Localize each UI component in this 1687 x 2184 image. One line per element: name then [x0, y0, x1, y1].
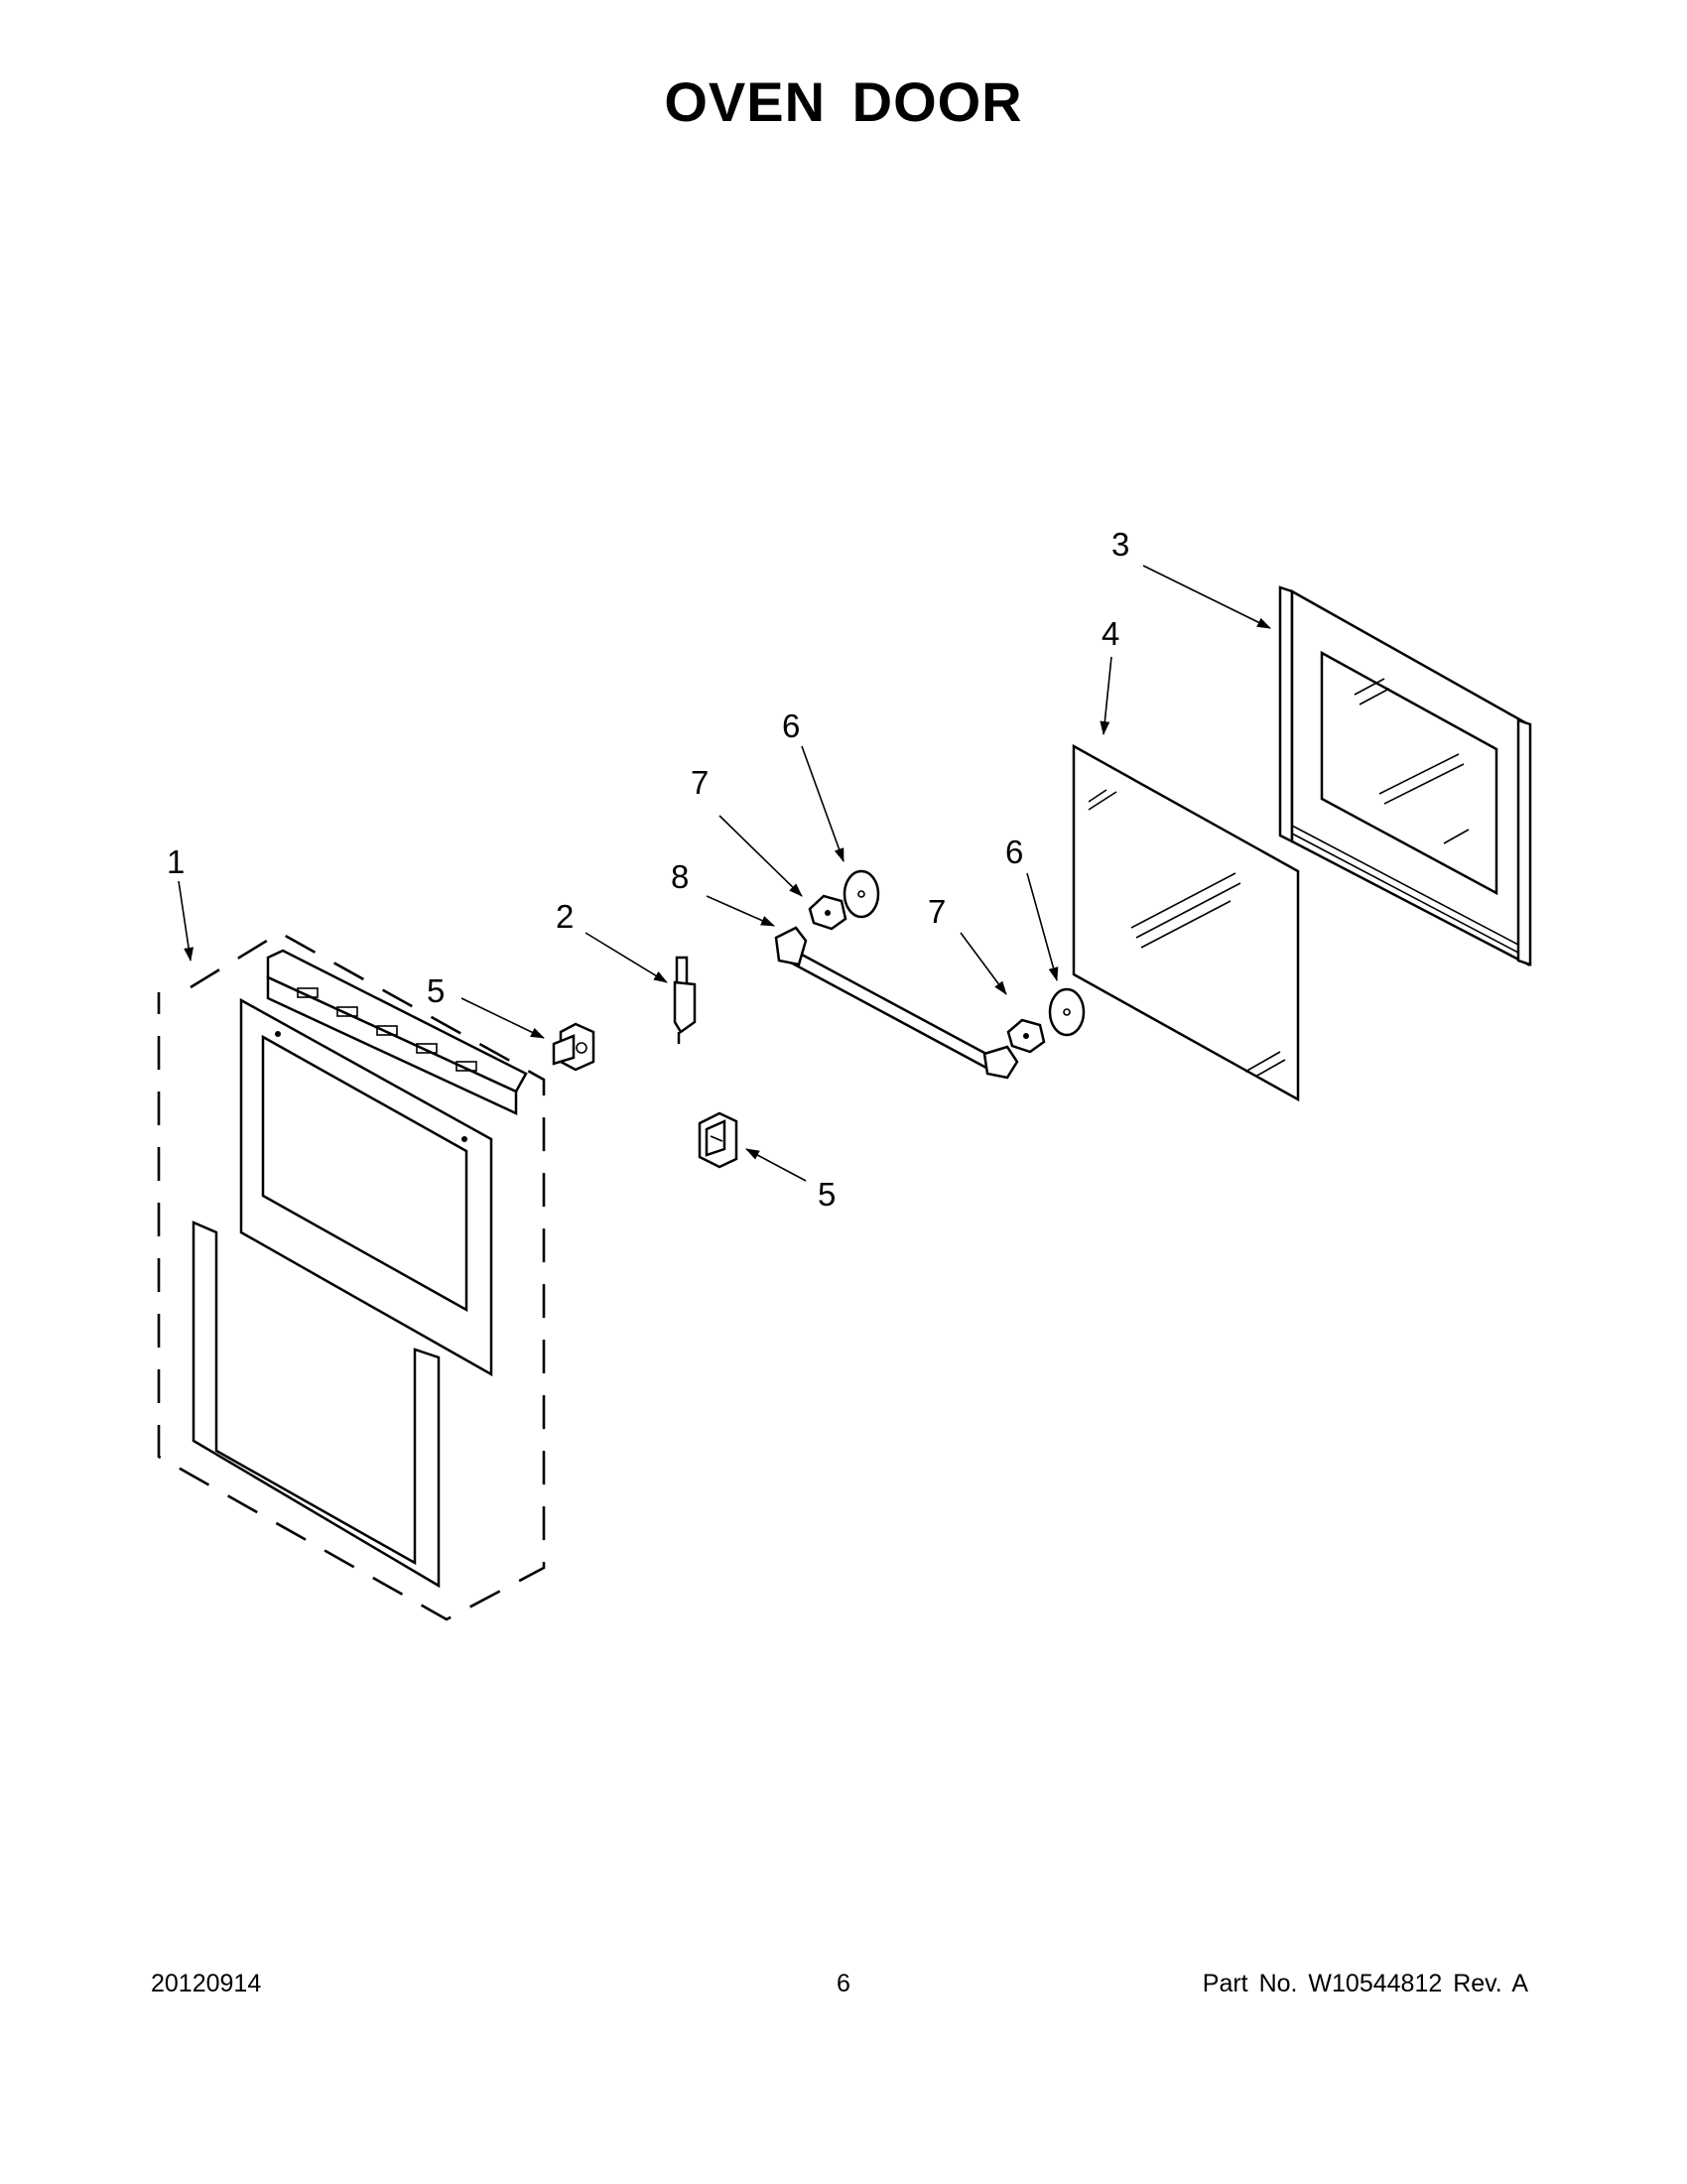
- callout-3: 3: [1111, 526, 1129, 563]
- part-8-handle: [774, 926, 1019, 1080]
- part-5-hinge-receptacle-lower: [698, 1111, 738, 1169]
- callout-7-left: 7: [691, 764, 709, 801]
- part-7-spacer-right: [1006, 1018, 1046, 1054]
- part-3-inner-door-liner: [1278, 585, 1532, 967]
- callout-6-left: 6: [782, 707, 800, 744]
- callout-2: 2: [556, 898, 574, 935]
- page-title: OVEN DOOR: [664, 70, 1023, 133]
- footer-part-number: Part No. W10544812 Rev. A: [1202, 1970, 1528, 1997]
- footer-date: 20120914: [151, 1970, 262, 1997]
- part-5-hinge-receptacle-upper: [552, 1022, 595, 1072]
- part-6-washer-right: [1048, 987, 1086, 1037]
- callout-7-right: 7: [928, 893, 946, 930]
- part-7-spacer-left: [808, 894, 847, 931]
- part-2-hinge: [673, 956, 697, 1044]
- callout-5-lower: 5: [818, 1176, 836, 1213]
- callout-5-upper: 5: [427, 972, 445, 1009]
- callout-1: 1: [167, 843, 185, 880]
- callout-4: 4: [1102, 615, 1119, 652]
- callout-8: 8: [671, 858, 689, 895]
- part-4-glass-pane: [1072, 743, 1300, 1102]
- part-6-washer-left: [843, 869, 880, 919]
- leader-lines: [178, 565, 1271, 1182]
- footer-page-number: 6: [837, 1970, 850, 1997]
- part-1-outer-door-assembly: [157, 931, 546, 1621]
- callout-6-right: 6: [1005, 834, 1023, 870]
